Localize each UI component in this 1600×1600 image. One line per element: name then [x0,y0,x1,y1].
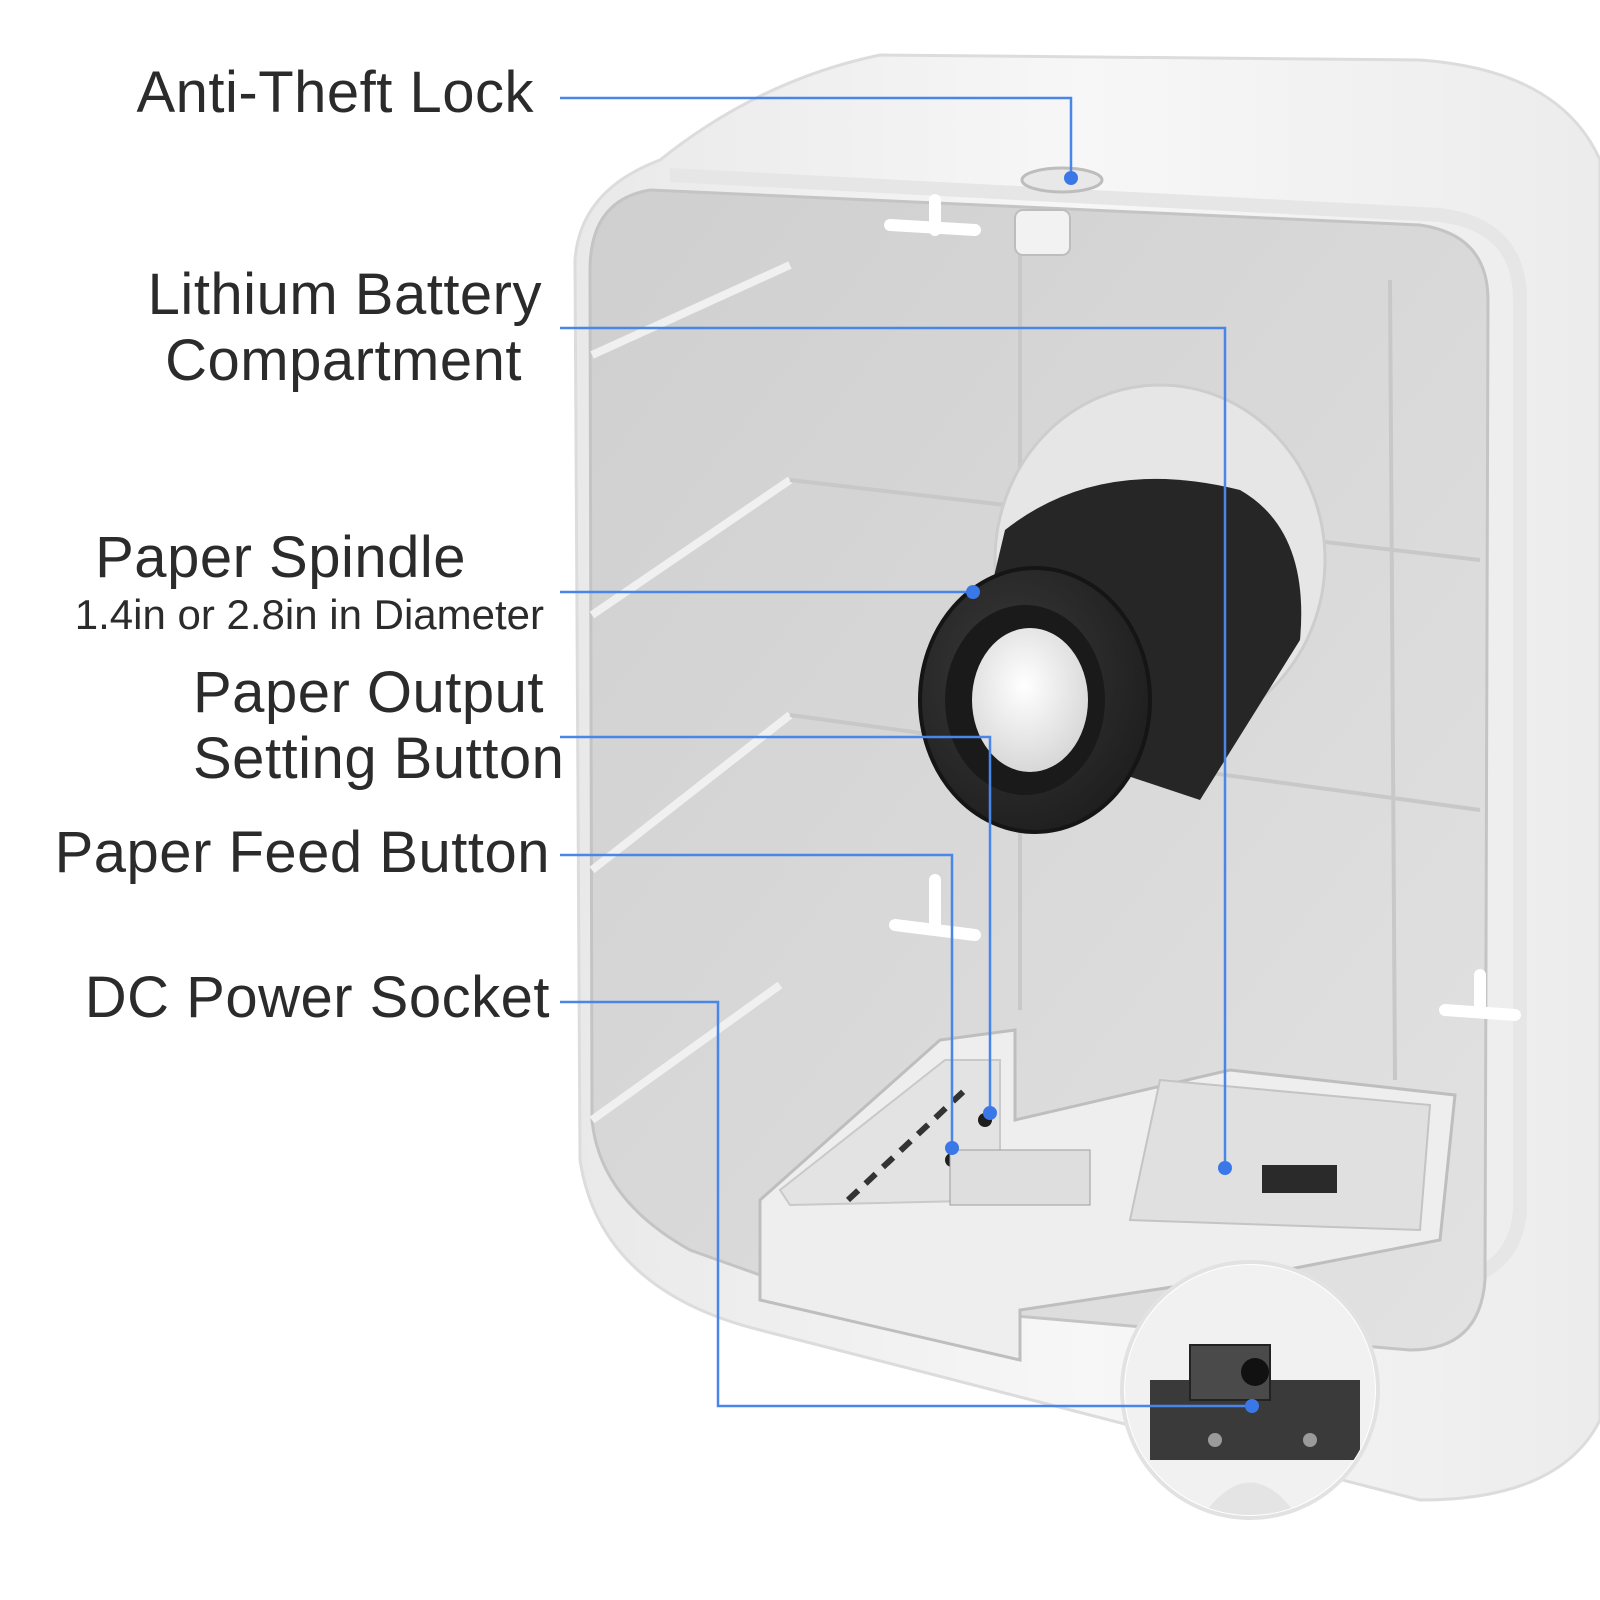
leader-line-lithium-battery-compartment [560,326,1227,1168]
label-paper-output-line1: Paper Output [193,660,544,725]
label-lithium-battery-line2: Compartment [165,328,522,393]
label-anti-theft-lock-text: Anti-Theft Lock [136,60,534,125]
leader-dot-dc-power-socket [1245,1399,1259,1413]
label-lithium-battery-line1: Lithium Battery [147,262,542,327]
label-dc-power-socket: DC Power Socket [85,965,550,1031]
label-paper-spindle-diameter: 1.4in or 2.8in in Diameter [74,591,544,638]
paper-spindle-part [918,478,1302,834]
dc-socket-inset [1120,1260,1380,1520]
leader-dot-lithium-battery-compartment [1218,1161,1232,1175]
leader-dot-paper-feed-button [945,1141,959,1155]
anti-theft-lock-part [1014,166,1104,256]
leader-dot-paper-spindle [966,585,980,599]
label-paper-output-line2: Setting Button [193,726,565,791]
leader-dot-anti-theft-lock [1064,171,1078,185]
label-paper-spindle-text: Paper Spindle [95,525,466,590]
label-paper-feed-text: Paper Feed Button [54,820,550,885]
leader-line-paper-feed-button [560,853,954,1148]
leader-line-anti-theft-lock [560,96,1073,178]
label-paper-output-setting-button: Paper Output Setting Button [193,660,564,792]
label-dc-power-socket-text: DC Power Socket [84,965,550,1030]
label-paper-feed-button: Paper Feed Button [55,820,550,886]
leader-lines [560,96,1259,1413]
leader-line-paper-output-setting-button [560,735,992,1113]
leader-dot-paper-output-setting-button [983,1106,997,1120]
label-lithium-battery-compartment: Lithium Battery Compartment [148,262,542,394]
leader-line-dc-power-socket [560,1000,1252,1408]
label-paper-spindle: Paper Spindle 1.4in or 2.8in in Diameter [75,525,544,639]
label-anti-theft-lock: Anti-Theft Lock [136,60,534,126]
